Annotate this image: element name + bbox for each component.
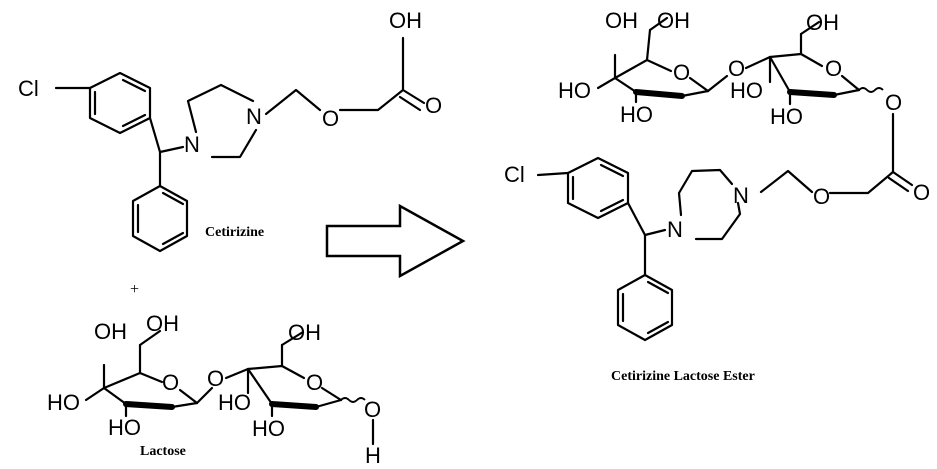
product-ether-oxygen: O <box>813 184 830 209</box>
piperazine-nitrogen-2: N <box>246 104 262 129</box>
ether-oxygen: O <box>322 106 339 131</box>
product-glucose-ho-1: HO <box>730 78 763 103</box>
lactose-structure: OH OH O HO HO O OH O HO HO O H Lactose <box>47 311 381 468</box>
piperazine-ring <box>186 83 258 159</box>
product-glucose-oh: OH <box>806 10 839 35</box>
chlorophenyl-ring <box>54 71 152 135</box>
product-structure: OH OH O HO HO O OH O HO HO O O <box>504 8 930 384</box>
plus-sign: + <box>130 281 139 298</box>
product-glucose-ho-2: HO <box>770 104 803 129</box>
product-carbonyl-oxygen: O <box>913 180 930 205</box>
product-chlorine-atom: Cl <box>504 162 525 187</box>
product-piperazine-ring <box>677 168 742 241</box>
glycosidic-oxygen: O <box>207 366 224 391</box>
chlorine-atom: Cl <box>18 76 39 101</box>
cetirizine-label: Cetirizine <box>205 225 264 240</box>
product-galactose-oh-2: OH <box>657 8 690 33</box>
reaction-arrow <box>325 203 466 279</box>
product-glucose-ring-oxygen: O <box>825 56 842 81</box>
product-glucose-ring <box>744 20 884 106</box>
product-phenyl-ring <box>616 273 674 342</box>
phenyl-ring <box>131 184 189 253</box>
galactose-oh-1: OH <box>94 319 127 344</box>
galactose-ring <box>84 329 214 418</box>
product-piperazine-nitrogen-1: N <box>667 217 683 242</box>
cetirizine-structure: Cl N N O OH O Cetirizine <box>18 8 442 253</box>
product-glycosidic-oxygen: O <box>728 56 745 81</box>
carbonyl-oxygen: O <box>425 93 442 118</box>
hydroxyl-group: OH <box>389 8 422 33</box>
product-piperazine-nitrogen-2: N <box>733 183 749 208</box>
product-galactose-ho-2: HO <box>620 102 653 127</box>
anomeric-hydrogen: H <box>365 443 381 468</box>
product-galactose-ring-oxygen: O <box>673 60 690 85</box>
galactose-oh-2: OH <box>146 311 179 336</box>
glucose-ho-1: HO <box>218 390 251 415</box>
glucose-oh: OH <box>288 320 321 345</box>
anomeric-oxygen: O <box>364 397 381 422</box>
product-galactose-ring <box>596 16 729 104</box>
glucose-ring-oxygen: O <box>306 370 323 395</box>
product-galactose-oh-1: OH <box>605 8 638 33</box>
lactose-label: Lactose <box>140 444 186 459</box>
product-galactose-ho-1: HO <box>558 78 591 103</box>
glucose-ho-2: HO <box>252 416 285 441</box>
glucose-ring <box>224 330 366 418</box>
galactose-ring-oxygen: O <box>162 370 179 395</box>
galactose-ho-1: HO <box>47 390 80 415</box>
product-ester-oxygen: O <box>885 90 902 115</box>
galactose-ho-2: HO <box>108 415 141 440</box>
product-chlorophenyl-ring <box>536 156 630 220</box>
piperazine-nitrogen-1: N <box>184 132 200 157</box>
product-label: Cetirizine Lactose Ester <box>611 369 755 384</box>
